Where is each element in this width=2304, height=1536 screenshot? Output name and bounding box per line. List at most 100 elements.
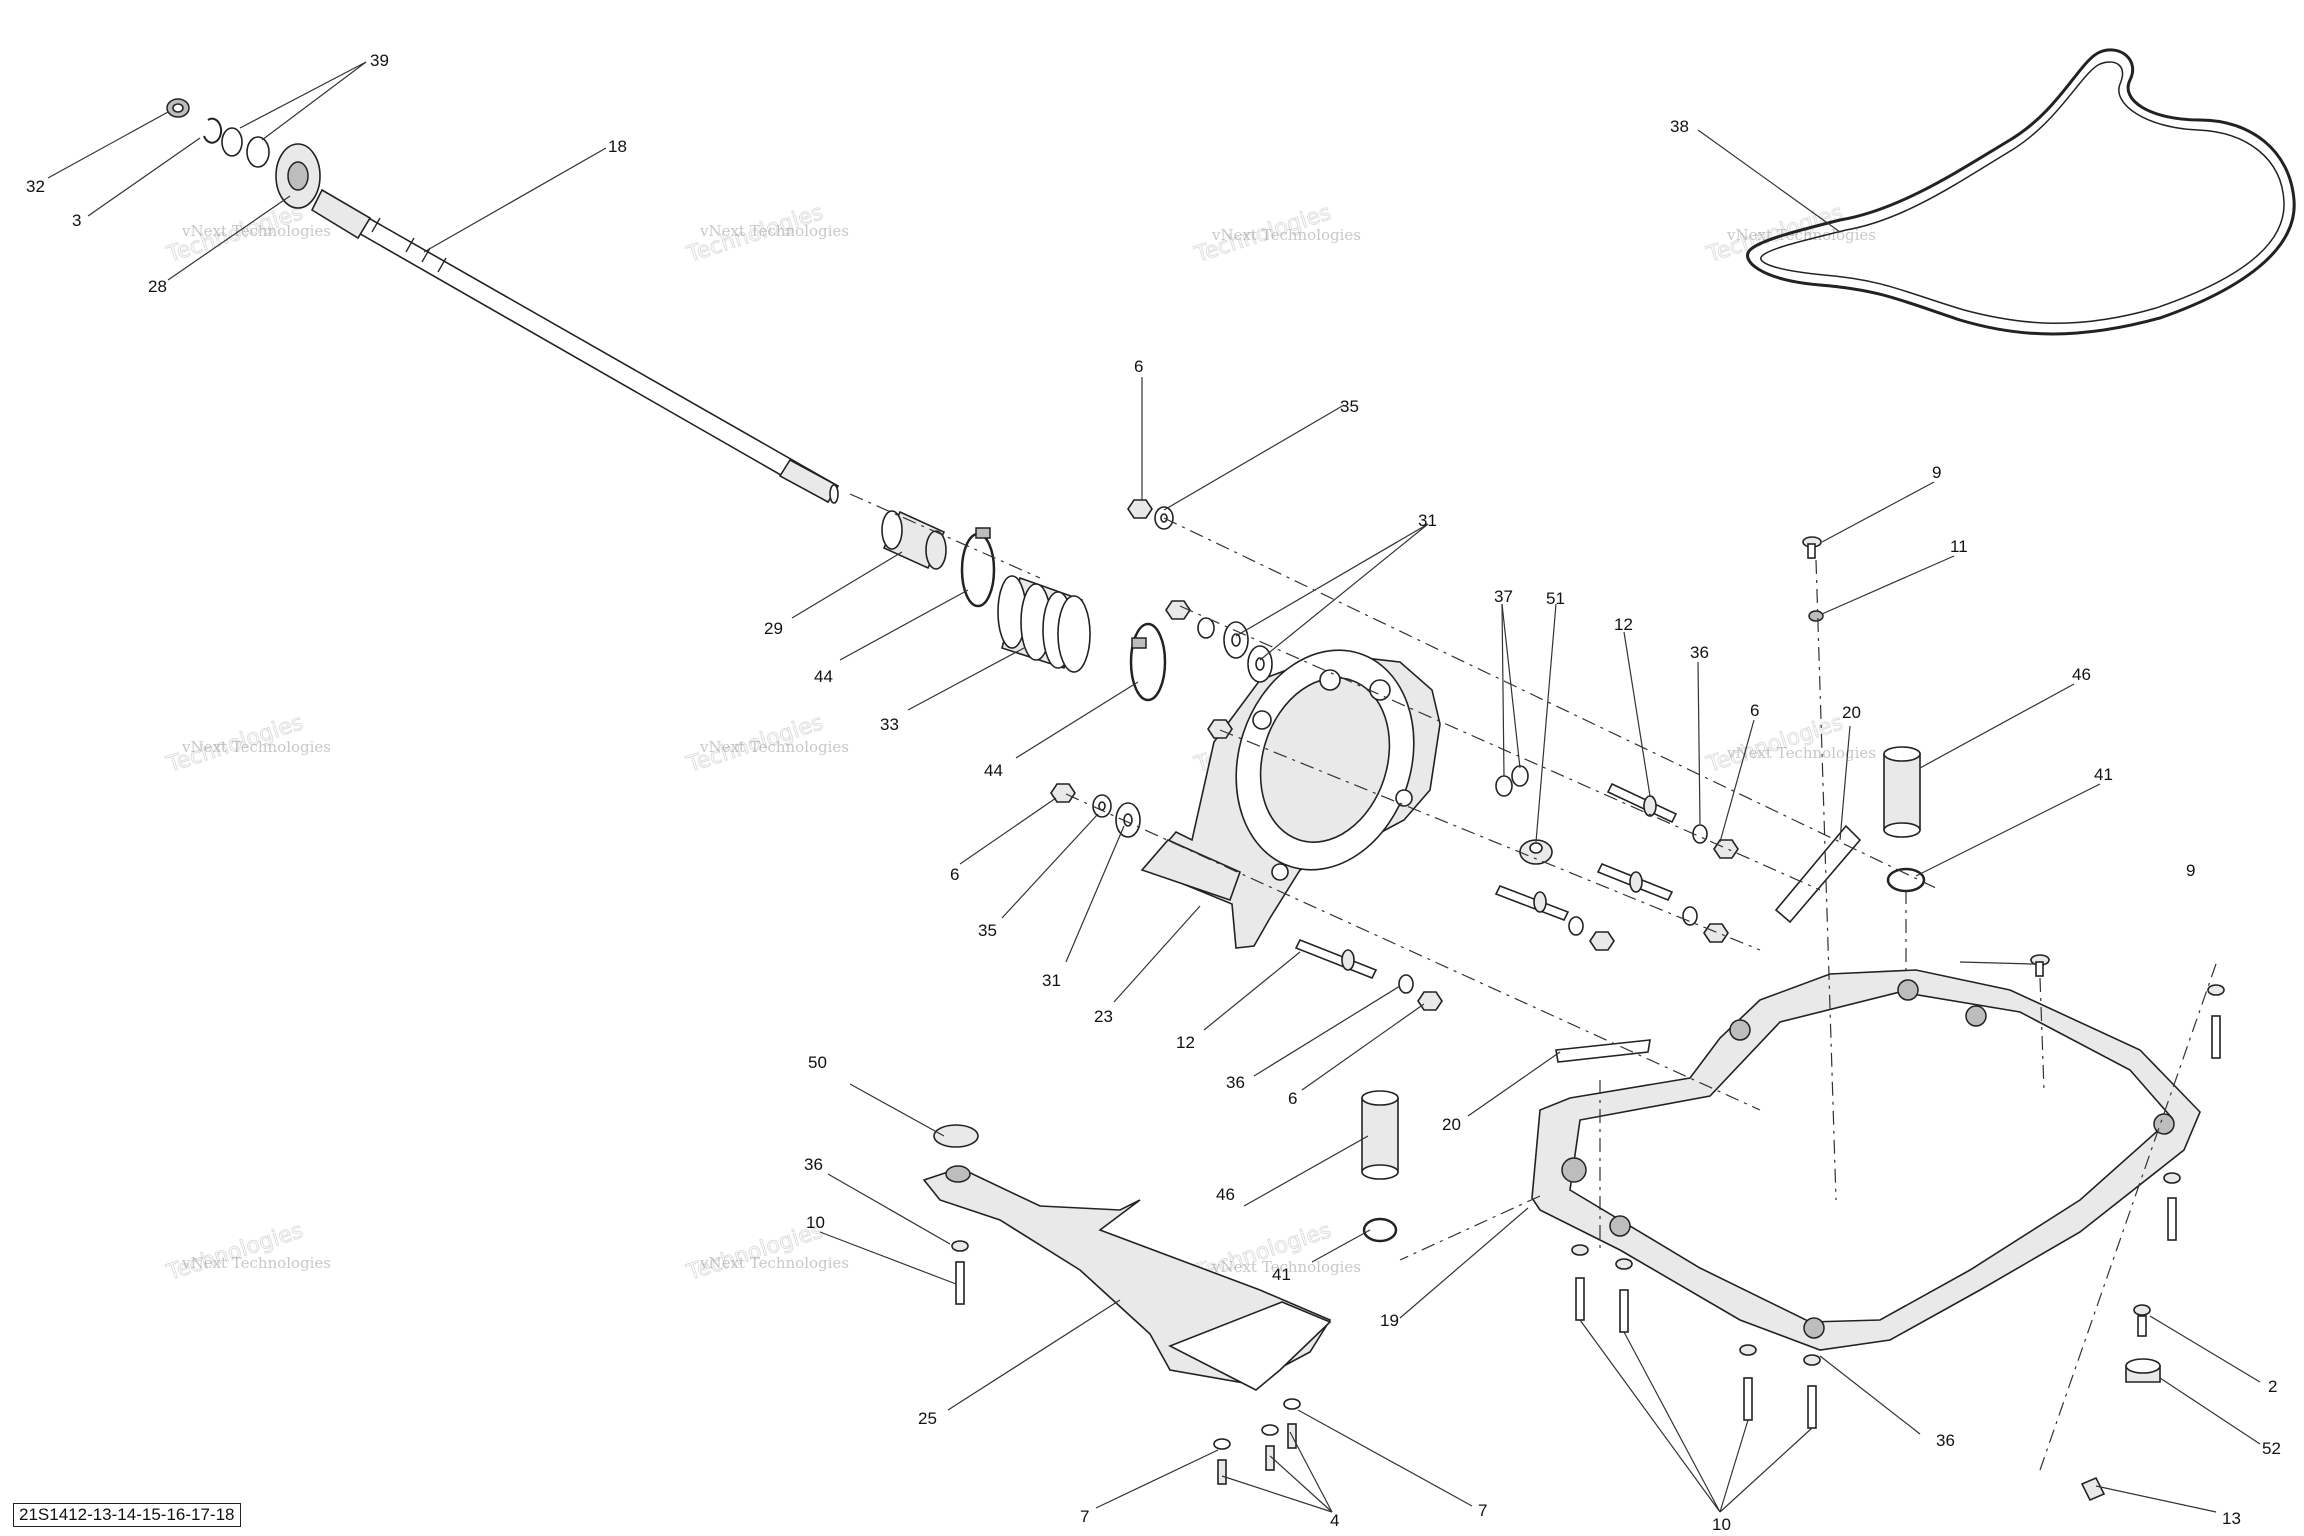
svg-text:vNext Technologies: vNext Technologies — [181, 222, 331, 240]
callout-12-b: 12 — [1176, 1033, 1195, 1052]
part-31-washer-c — [1115, 802, 1141, 838]
part-36-washer-c — [1568, 916, 1584, 936]
part-37-washer-b — [1511, 765, 1529, 787]
svg-text:vNext Technologies: vNext Technologies — [699, 222, 849, 240]
leader-lines — [47, 61, 2261, 1513]
callout-6-d: 6 — [1288, 1089, 1297, 1108]
part-51-bushing — [1519, 839, 1553, 865]
callout-41-a: 41 — [2094, 765, 2113, 784]
callout-23: 23 — [1094, 1007, 1113, 1026]
callout-7-b: 7 — [1478, 1501, 1487, 1520]
part-29-sleeve — [881, 510, 947, 570]
callout-29: 29 — [764, 619, 783, 638]
part-13-fitting — [2080, 1476, 2106, 1502]
part-25-bracket — [922, 1165, 1332, 1391]
callout-41-b: 41 — [1272, 1265, 1291, 1284]
part-6-nut-b — [1050, 783, 1076, 803]
part-6-nut-d — [1417, 991, 1443, 1011]
part-10-bolt-f — [2207, 984, 2225, 1059]
callout-51: 51 — [1546, 589, 1565, 608]
svg-text:vNext Technologies: vNext Technologies — [181, 738, 331, 756]
callout-32: 32 — [26, 177, 45, 196]
callout-36-a: 36 — [1690, 643, 1709, 662]
part-36-washer-b — [1398, 974, 1414, 994]
callout-44-b: 44 — [984, 761, 1003, 780]
part-20-plate-a — [1774, 824, 1862, 924]
part-12-stud-d — [1596, 862, 1674, 902]
part-2-screw — [2133, 1304, 2151, 1337]
callout-36-b: 36 — [1226, 1073, 1245, 1092]
callout-36-d: 36 — [1936, 1431, 1955, 1450]
watermark-bl: Technologies vNext Technologies — [163, 1218, 331, 1287]
callout-4: 4 — [1330, 1511, 1339, 1530]
watermark-tr1: Technologies vNext Technologies — [1191, 200, 1361, 269]
svg-text:vNext Technologies: vNext Technologies — [1211, 1258, 1361, 1276]
callout-10-a: 10 — [806, 1213, 825, 1232]
callout-19: 19 — [1380, 1311, 1399, 1330]
drive-shaft-assembly — [166, 98, 840, 504]
callout-39: 39 — [370, 51, 389, 70]
part-35-washer-c — [1197, 617, 1215, 639]
part-11-ring — [1808, 610, 1824, 622]
callout-52: 52 — [2262, 1439, 2281, 1458]
callout-33: 33 — [880, 715, 899, 734]
callout-6-a: 6 — [1134, 357, 1143, 376]
part-10-bolt-e — [1803, 1354, 1821, 1429]
callout-7-a: 7 — [1080, 1507, 1089, 1526]
callout-6-b: 6 — [1750, 701, 1759, 720]
part-39-ring-a — [221, 127, 243, 157]
callout-38: 38 — [1670, 117, 1689, 136]
part-18-drive-shaft — [310, 188, 840, 504]
part-37-washer-a — [1495, 775, 1513, 797]
svg-text:vNext Technologies: vNext Technologies — [1211, 226, 1361, 244]
callout-31-a: 31 — [1418, 511, 1437, 530]
part-7-screw-a — [1213, 1438, 1231, 1485]
svg-text:Technologies: Technologies — [163, 1218, 306, 1286]
part-12-stud-c — [1494, 884, 1570, 922]
callout-25: 25 — [918, 1409, 937, 1428]
part-10-bolt-a — [951, 1240, 969, 1305]
part-33-boot — [997, 575, 1091, 673]
svg-text:vNext Technologies: vNext Technologies — [699, 1254, 849, 1272]
part-10-bolt-d — [1739, 1344, 1757, 1421]
callout-35-a: 35 — [1340, 397, 1359, 416]
callout-6-c: 6 — [950, 865, 959, 884]
part-12-stud-b — [1294, 938, 1378, 980]
part-4-nut-a — [1261, 1424, 1279, 1471]
part-46-inlet-a — [1883, 746, 1921, 838]
part-36-washer-d — [1682, 906, 1698, 926]
callout-10-b: 10 — [1712, 1515, 1731, 1534]
part-44-clamp-b — [1129, 622, 1167, 702]
part-41-ring-b — [1362, 1217, 1398, 1243]
part-32-nut — [166, 98, 190, 118]
part-46-inlet-b — [1361, 1090, 1399, 1180]
callout-46-a: 46 — [2072, 665, 2091, 684]
part-9-screw-b — [2030, 954, 2050, 977]
callout-20-b: 20 — [1442, 1115, 1461, 1134]
part-52-plug — [2125, 1358, 2161, 1383]
part-31-washer-a — [1223, 621, 1249, 659]
callout-31-b: 31 — [1042, 971, 1061, 990]
watermark-ml: Technologies vNext Technologies — [163, 710, 331, 779]
callout-3: 3 — [72, 211, 81, 230]
callout-50: 50 — [808, 1053, 827, 1072]
watermark-tl: Technologies vNext Technologies — [163, 200, 331, 269]
part-9-screw-a — [1802, 536, 1822, 559]
callout-11: 11 — [1950, 537, 1968, 556]
watermark-mc: Technologies vNext Technologies — [683, 710, 849, 779]
part-44-clamp-a — [960, 527, 996, 608]
centerlines — [849, 493, 2217, 1471]
callout-36-c: 36 — [804, 1155, 823, 1174]
part-10-bolt-b — [1571, 1244, 1589, 1321]
part-6-nut-f — [1207, 719, 1233, 739]
callout-9-a: 9 — [1932, 463, 1941, 482]
watermark-tc: Technologies vNext Technologies — [683, 200, 849, 269]
part-23-pump-housing — [1140, 649, 1441, 949]
boot-group — [881, 510, 1167, 702]
svg-text:vNext Technologies: vNext Technologies — [1726, 744, 1876, 762]
callout-28: 28 — [148, 277, 167, 296]
part-50-cap — [933, 1124, 979, 1148]
svg-text:vNext Technologies: vNext Technologies — [699, 738, 849, 756]
callout-20-a: 20 — [1842, 703, 1861, 722]
